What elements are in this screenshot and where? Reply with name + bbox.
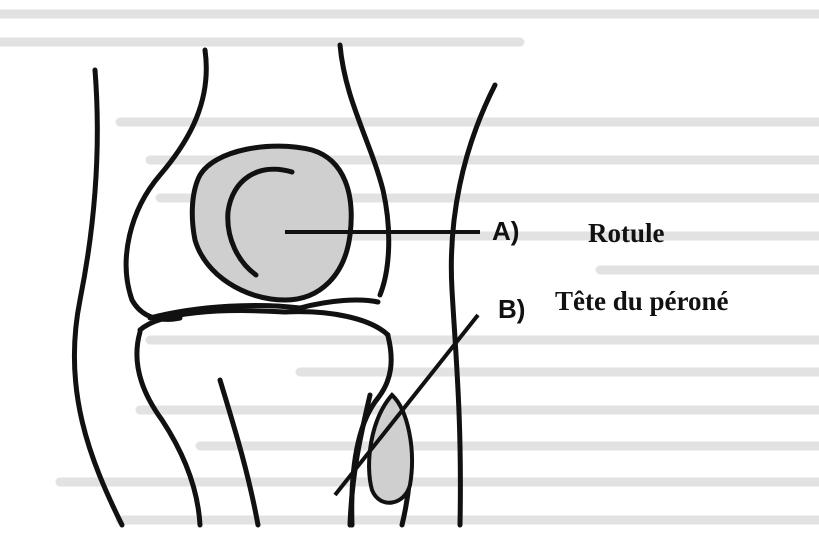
label-b-text: Tête du péroné [555,286,729,317]
label-a-text: Rotule [588,218,665,249]
label-a-letter: A) [492,216,519,247]
label-b-letter: B) [498,294,525,325]
